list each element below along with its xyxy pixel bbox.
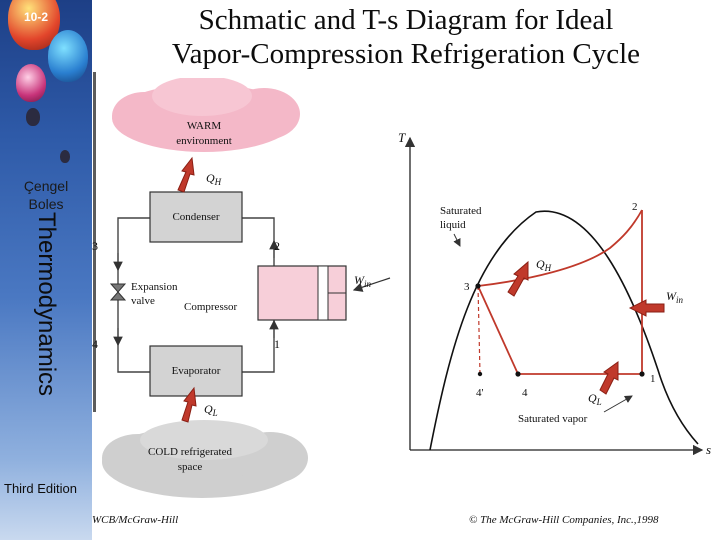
expansion-valve-icon <box>109 283 127 301</box>
s-axis-label: s <box>706 442 711 457</box>
publisher-label: WCB/McGraw-Hill <box>92 514 179 526</box>
copyright-label: © The McGraw-Hill Companies, Inc.,1998 <box>469 514 659 526</box>
saturated-liquid-label: liquid <box>440 219 466 231</box>
isenthalpic-dashed-line <box>477 285 481 375</box>
hot-air-balloon-icon <box>60 150 70 163</box>
heat-rejected-arrow-icon <box>177 156 195 193</box>
author-name: Çengel <box>23 178 69 194</box>
ts-heat-rejected-label: QH <box>536 257 552 273</box>
evaporator-label: Evaporator <box>172 365 221 377</box>
refrigeration-diagram: WARM environment COLD refrigerated space… <box>92 78 711 498</box>
hot-air-balloon-icon <box>26 108 40 126</box>
cold-label: space <box>178 461 203 473</box>
saturated-liquid-label: Saturated <box>440 205 482 217</box>
ts-state-4p-label: 4' <box>476 387 484 399</box>
state-4p-point <box>477 371 483 377</box>
state-1-point <box>639 371 645 377</box>
ts-state-3-label: 3 <box>464 281 470 293</box>
condenser-box <box>149 191 243 243</box>
state-4-point <box>515 371 521 377</box>
heat-absorbed-label: QL <box>204 402 218 418</box>
slide-title: Vapor-Compression Refrigeration Cycle <box>171 38 641 70</box>
ts-axes <box>404 136 704 456</box>
cold-space-cloud <box>102 420 308 498</box>
t-axis-label: T <box>398 130 406 145</box>
state-1-label: 1 <box>274 337 280 351</box>
state-4-label: 4 <box>92 337 98 351</box>
state-3-point <box>475 283 481 289</box>
cycle-path <box>477 209 643 375</box>
saturated-liquid-pointer <box>453 233 461 247</box>
saturated-vapor-label: Saturated vapor <box>518 413 588 425</box>
warm-label: WARM <box>187 120 221 132</box>
heat-absorbed-arrow-icon <box>181 386 197 423</box>
saturation-dome <box>429 210 699 451</box>
ts-work-input-arrow-icon <box>628 299 665 317</box>
hot-air-balloon-icon <box>16 64 46 102</box>
slide-number: 10-2 <box>24 10 49 24</box>
state-2-label: 2 <box>274 239 280 253</box>
heat-rejected-label: QH <box>206 171 222 187</box>
hot-air-balloon-icon <box>48 30 88 82</box>
state-3-label: 3 <box>92 239 98 253</box>
work-input-arrow-icon <box>352 277 391 292</box>
ts-heat-absorbed-label: QL <box>588 391 602 407</box>
ts-state-1-label: 1 <box>650 373 656 385</box>
divider <box>93 72 96 412</box>
author-name: Boles <box>28 196 64 212</box>
cold-label: COLD refrigerated <box>148 446 232 458</box>
warm-label: environment <box>176 135 232 147</box>
ts-work-input-label: Win <box>666 289 684 305</box>
ts-state-2-label: 2 <box>632 201 638 213</box>
compressor-piston <box>317 265 329 321</box>
warm-environment-cloud <box>112 78 300 152</box>
ts-heat-rejected-arrow-icon <box>507 260 529 297</box>
compressor-label: Compressor <box>184 301 238 313</box>
expansion-valve-label: valve <box>131 295 155 307</box>
ts-heat-absorbed-arrow-icon <box>599 361 619 395</box>
edition-label: Third Edition <box>4 481 77 496</box>
expansion-valve-label: Expansion <box>131 281 178 293</box>
ts-state-4-label: 4 <box>522 387 528 399</box>
work-input-label: Win <box>354 273 372 289</box>
series-title: Thermodynamics <box>20 212 60 462</box>
series-title-text: Thermodynamics <box>33 212 60 397</box>
slide-title: Schmatic and T-s Diagram for Ideal <box>198 4 614 36</box>
sidebar: 10-2 Çengel Boles Thermodynamics Third E… <box>0 0 92 540</box>
condenser-label: Condenser <box>172 211 219 223</box>
evaporator-box <box>149 345 243 397</box>
saturated-vapor-pointer <box>603 395 633 413</box>
